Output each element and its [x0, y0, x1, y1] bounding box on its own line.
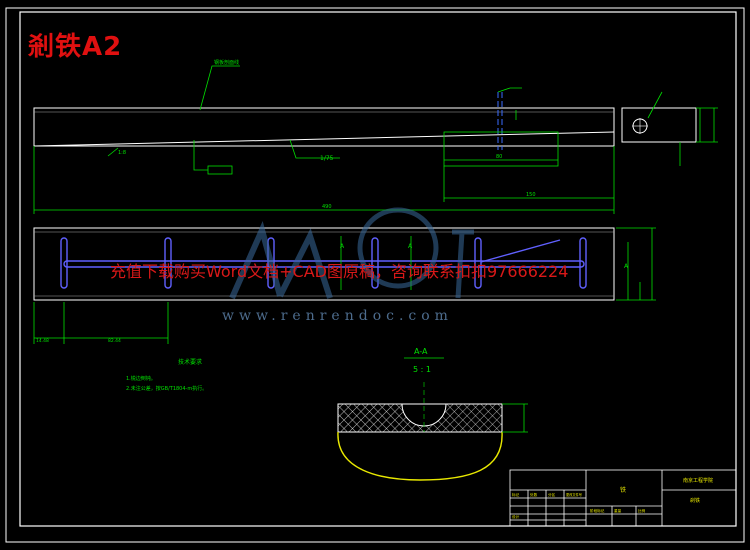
callout-mid: 1:8 [118, 150, 126, 156]
logo-watermark [229, 207, 474, 300]
title-block-row-label: 阶段标记 [590, 508, 605, 513]
angle-note: 1/75 [320, 155, 334, 162]
title-block-row-label: 标记 [512, 492, 520, 497]
drawing-title: 剎铁A2 [28, 32, 123, 62]
section-marker-a3: A [624, 263, 629, 270]
section-marker-a2: A [408, 243, 413, 250]
end-view [621, 91, 718, 166]
title-block-row-label: 重量 [614, 508, 622, 513]
dim-right: 150 [526, 192, 536, 198]
title-block-row-label: 比例 [638, 508, 646, 513]
watermark-url[interactable]: www.renrendoc.com [222, 308, 453, 324]
section-marker-a1: A [340, 243, 345, 250]
title-block-row-label: 更改文件号 [566, 492, 582, 497]
section-scale: 5 : 1 [413, 365, 431, 374]
callout-top: 钢板剖面线 [214, 59, 239, 66]
section-view: A-A 5 : 1 A [337, 263, 629, 481]
plan-view: A A 14.48 82.44 [33, 227, 656, 344]
section-title: A-A [414, 347, 428, 356]
title-block-row-label: 处数 [530, 492, 538, 497]
title-block-row-label: 分区 [548, 492, 556, 497]
dim-left1: 14.48 [36, 338, 49, 344]
elevation-view [33, 92, 615, 167]
tech-line-2: 2.未注公差，按GB/T1804-m执行。 [126, 385, 207, 392]
inner-frame [19, 11, 737, 527]
title-block-part: 剎铁 [690, 497, 700, 504]
dim-left2: 82.44 [108, 338, 121, 344]
dim-small: 80 [496, 154, 502, 160]
top-leaders [33, 65, 615, 214]
tech-line-1: 1.锐边倒钝。 [126, 375, 156, 382]
title-block-company: 南京工程学院 [683, 477, 713, 484]
dim-total: 490 [322, 204, 332, 210]
tech-title: 技术要求 [178, 358, 202, 366]
watermark-text: 充值下载购买Word文档+CAD图原稿，咨询联系扣扣97666224 [110, 262, 569, 281]
title-block-mark: 铁 [620, 486, 626, 494]
title-block [509, 469, 737, 527]
outer-frame [5, 7, 745, 543]
title-block-row-label: 设计 [512, 514, 520, 519]
